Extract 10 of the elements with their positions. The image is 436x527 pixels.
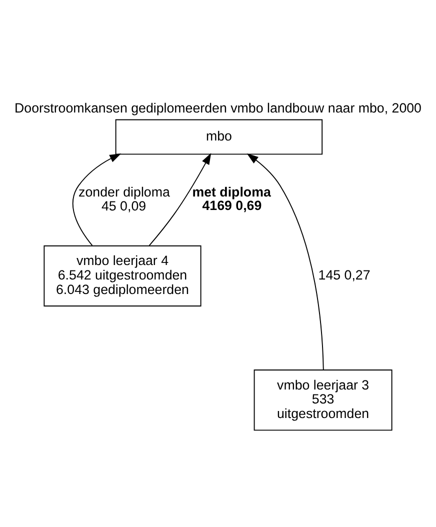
- arrow: [246, 152, 324, 370]
- arrow: [72, 153, 122, 246]
- arrow: [148, 152, 212, 246]
- edge-label: 145 0,27: [318, 266, 370, 282]
- node-box: vmbo leerjaar 3 533 uitgestroomden: [254, 369, 392, 430]
- diagram-title: Doorstroomkansen gediplomeerden vmbo landbouw naar mbo, 2000: [14, 100, 422, 115]
- edge-label: zonder diploma 45 0,09: [78, 184, 170, 214]
- node-box: vmbo leerjaar 4 6.542 uitgestroomden 6.043 gediplomeerden: [44, 244, 202, 306]
- node-box: mbo: [115, 118, 323, 154]
- edge-label: met diploma 4169 0,69: [192, 184, 271, 212]
